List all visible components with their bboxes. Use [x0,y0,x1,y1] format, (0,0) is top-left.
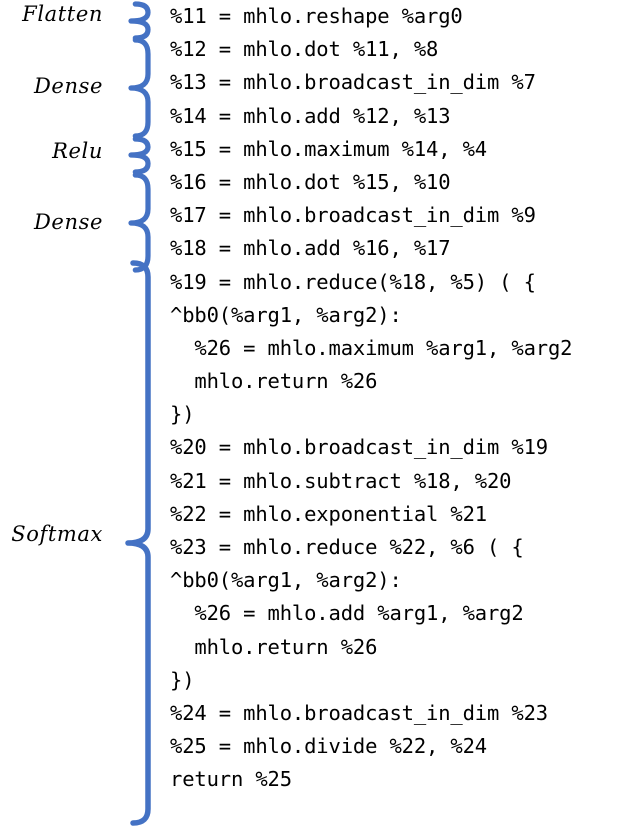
group-label-flatten: Flatten [22,2,103,26]
code-line: %20 = mhlo.broadcast_in_dim %19 [170,435,548,460]
brace-softmax [125,260,151,826]
code-line: %16 = mhlo.dot %15, %10 [170,169,451,194]
code-listing: %11 = mhlo.reshape %arg0 %12 = mhlo.dot %… [170,0,640,797]
group-label-relu: Relu [52,139,103,163]
code-line: %11 = mhlo.reshape %arg0 [170,4,463,28]
code-line: %24 = mhlo.broadcast_in_dim %23 [170,700,548,725]
code-line: %19 = mhlo.reduce(%18, %5) ( { [170,269,536,294]
brace-dense-1 [128,37,151,139]
code-line: %12 = mhlo.dot %11, %8 [170,37,439,62]
code-line: return %25 [170,767,292,792]
code-line: ^bb0(%arg1, %arg2): [170,302,402,327]
code-line: %14 = mhlo.add %12, %13 [170,103,451,128]
code-line: %22 = mhlo.exponential %21 [170,501,487,526]
code-line: %23 = mhlo.reduce %22, %6 ( { [170,535,524,559]
group-label-dense-2: Dense [34,210,103,234]
code-line: %18 = mhlo.add %16, %17 [170,236,451,261]
code-line: %15 = mhlo.maximum %14, %4 [170,136,487,161]
code-line: ^bb0(%arg1, %arg2): [170,568,402,593]
code-line: %21 = mhlo.subtract %18, %20 [170,468,512,493]
brace-dense-2 [128,172,151,273]
code-line: }) [170,402,195,427]
code-line: %25 = mhlo.divide %22, %24 [170,734,487,759]
code-line: %13 = mhlo.broadcast_in_dim %7 [170,70,536,95]
code-line: mhlo.return %26 [170,369,378,394]
code-line: %26 = mhlo.maximum %arg1, %arg2 [170,335,573,360]
brace-relu [128,136,151,175]
group-label-softmax: Softmax [11,522,103,546]
code-line: }) [170,667,195,692]
code-line: %26 = mhlo.add %arg1, %arg2 [170,601,524,626]
code-line: %17 = mhlo.broadcast_in_dim %9 [170,203,536,228]
brace-flatten [128,1,151,41]
group-label-dense-1: Dense [34,74,103,98]
code-line: mhlo.return %26 [170,634,378,659]
